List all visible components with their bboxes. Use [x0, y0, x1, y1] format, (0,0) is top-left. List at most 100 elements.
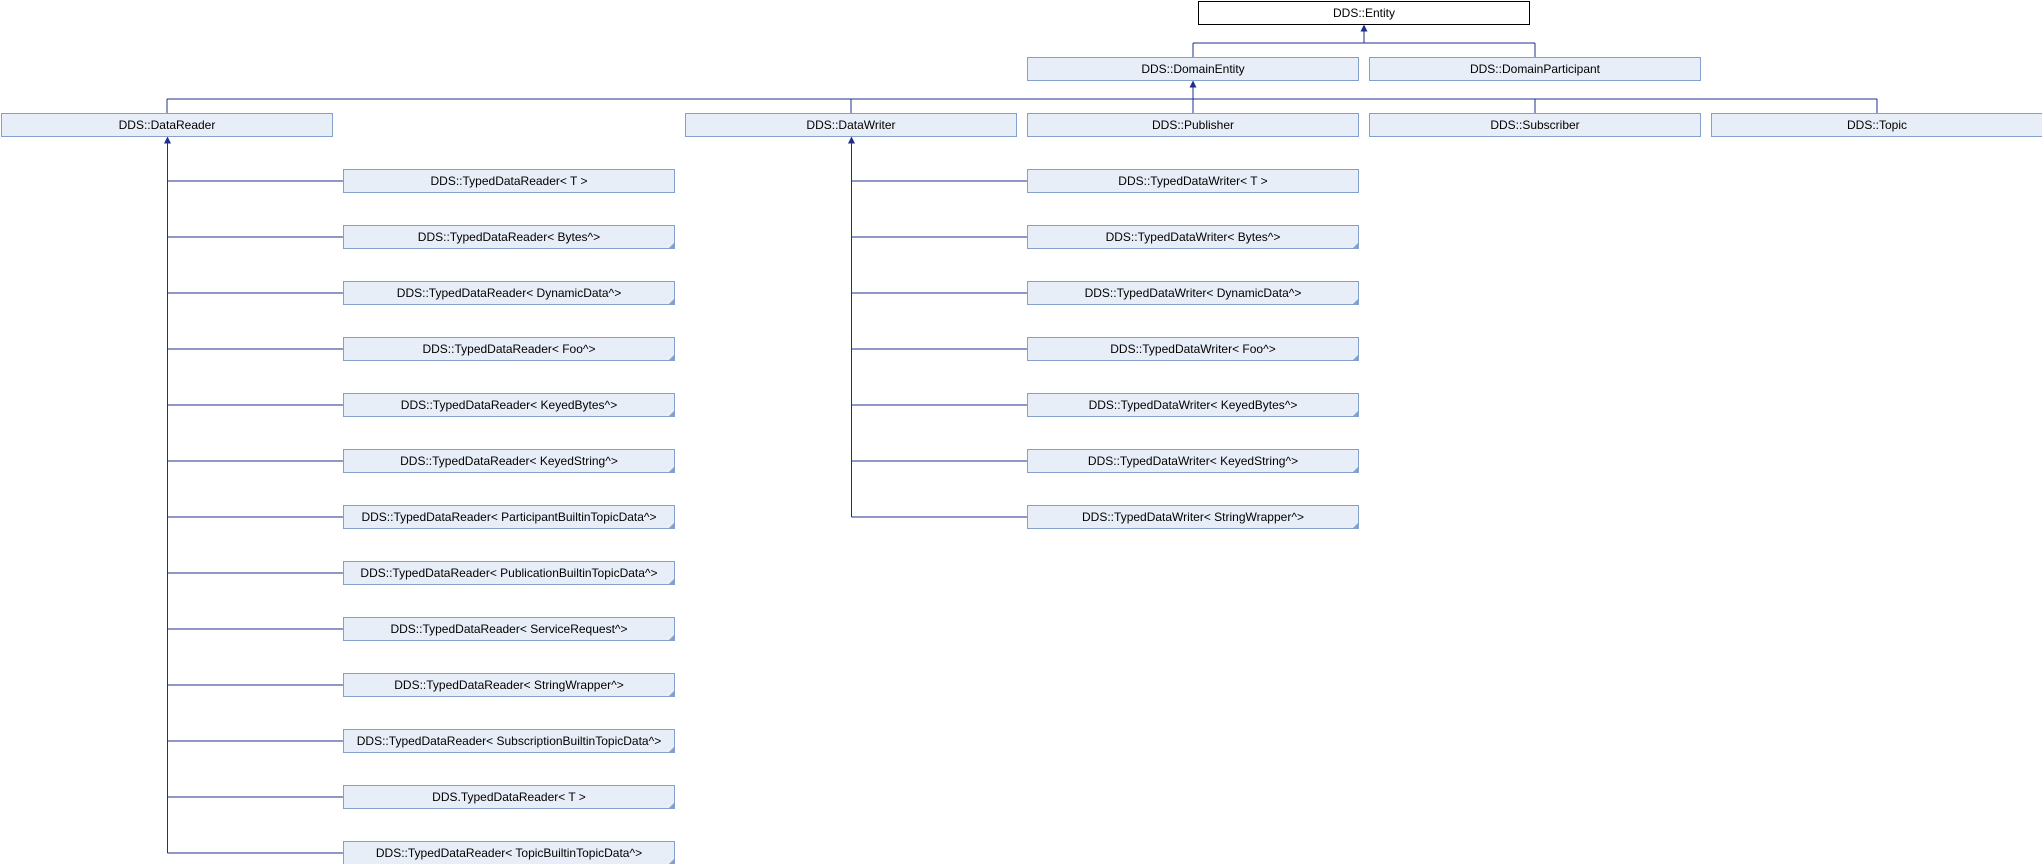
class-node-box: [1027, 281, 1359, 305]
class-node-tdw-kbytes[interactable]: DDS::TypedDataWriter< KeyedBytes^>: [1027, 393, 1359, 417]
inherit-arrow-icon: [1189, 80, 1197, 88]
more-corner-icon: [1352, 410, 1359, 417]
class-node-label: DDS::TypedDataReader< SubscriptionBuilti…: [357, 734, 661, 748]
more-corner-icon: [668, 410, 675, 417]
class-node-label: DDS::DataReader: [119, 118, 216, 132]
class-node-label: DDS::DataWriter: [806, 118, 895, 132]
class-node-label: DDS::DomainParticipant: [1470, 62, 1601, 76]
class-node-tdr-foo[interactable]: DDS::TypedDataReader< Foo^>: [343, 337, 675, 361]
class-node-box: [343, 281, 675, 305]
class-node-tdr-dyn[interactable]: DDS::TypedDataReader< DynamicData^>: [343, 281, 675, 305]
class-node-datawriter[interactable]: DDS::DataWriter: [685, 113, 1017, 137]
class-node-tdr-kstring[interactable]: DDS::TypedDataReader< KeyedString^>: [343, 449, 675, 473]
more-corner-icon: [669, 858, 675, 864]
class-node-label: DDS::TypedDataWriter< KeyedString^>: [1088, 454, 1298, 468]
edges-layer: [164, 24, 1878, 854]
class-node-box: [343, 337, 675, 361]
class-node-datareader[interactable]: DDS::DataReader: [1, 113, 333, 137]
class-node-label: DDS::Subscriber: [1490, 118, 1579, 132]
more-corner-icon: [668, 746, 675, 753]
class-node-label: DDS::TypedDataWriter< StringWrapper^>: [1082, 510, 1304, 524]
class-node-tdw-foo[interactable]: DDS::TypedDataWriter< Foo^>: [1027, 337, 1359, 361]
class-node-subscriber[interactable]: DDS::Subscriber: [1369, 113, 1701, 137]
class-node-label: DDS::DomainEntity: [1141, 62, 1244, 76]
more-corner-icon: [668, 522, 675, 529]
class-node-tdw-kstring[interactable]: DDS::TypedDataWriter< KeyedString^>: [1027, 449, 1359, 473]
class-node-box: [343, 449, 675, 473]
class-node-label: DDS::TypedDataWriter< T >: [1118, 174, 1267, 188]
class-node-tdr-t2[interactable]: DDS.TypedDataReader< T >: [343, 785, 675, 809]
class-node-tdr-t[interactable]: DDS::TypedDataReader< T >: [343, 169, 675, 193]
more-corner-icon: [668, 354, 675, 361]
class-node-box: [1027, 113, 1359, 137]
class-node-tdr-bytes[interactable]: DDS::TypedDataReader< Bytes^>: [343, 225, 675, 249]
class-node-label: DDS::TypedDataWriter< DynamicData^>: [1085, 286, 1302, 300]
class-node-tdw-dyn[interactable]: DDS::TypedDataWriter< DynamicData^>: [1027, 281, 1359, 305]
more-corner-icon: [668, 802, 675, 809]
class-node-label: DDS::TypedDataReader< ServiceRequest^>: [390, 622, 627, 636]
class-node-label: DDS::TypedDataReader< TopicBuiltinTopicD…: [376, 846, 642, 860]
class-node-label: DDS::TypedDataReader< KeyedBytes^>: [401, 398, 617, 412]
class-node-box: [343, 393, 675, 417]
class-node-box: [343, 617, 675, 641]
class-node-domainentity[interactable]: DDS::DomainEntity: [1027, 57, 1359, 81]
inherit-arrow-icon: [1360, 24, 1368, 32]
class-node-box: [1027, 169, 1359, 193]
more-corner-icon: [668, 298, 675, 305]
class-node-topic[interactable]: DDS::Topic: [1711, 113, 2042, 137]
class-node-publisher[interactable]: DDS::Publisher: [1027, 113, 1359, 137]
class-node-label: DDS::TypedDataWriter< Bytes^>: [1106, 230, 1281, 244]
class-node-label: DDS::TypedDataReader< T >: [431, 174, 588, 188]
class-node-label: DDS::TypedDataReader< Foo^>: [422, 342, 595, 356]
class-node-tdw-bytes[interactable]: DDS::TypedDataWriter< Bytes^>: [1027, 225, 1359, 249]
class-node-box: [1369, 57, 1701, 81]
inherit-arrow-icon: [164, 136, 171, 144]
class-node-box: [1198, 1, 1530, 25]
class-node-tdr-kbytes[interactable]: DDS::TypedDataReader< KeyedBytes^>: [343, 393, 675, 417]
class-node-label: DDS::TypedDataReader< KeyedString^>: [400, 454, 618, 468]
class-node-box: [343, 785, 675, 809]
more-corner-icon: [668, 690, 675, 697]
class-node-box: [1369, 113, 1701, 137]
class-node-tdr-part[interactable]: DDS::TypedDataReader< ParticipantBuiltin…: [343, 505, 675, 529]
class-node-tdw-sw[interactable]: DDS::TypedDataWriter< StringWrapper^>: [1027, 505, 1359, 529]
class-node-label: DDS::TypedDataReader< ParticipantBuiltin…: [361, 510, 656, 524]
more-corner-icon: [1352, 354, 1359, 361]
more-corner-icon: [668, 578, 675, 585]
class-node-domainparticipant[interactable]: DDS::DomainParticipant: [1369, 57, 1701, 81]
more-corner-icon: [668, 466, 675, 473]
class-node-tdw-t[interactable]: DDS::TypedDataWriter< T >: [1027, 169, 1359, 193]
class-node-tdr-svc[interactable]: DDS::TypedDataReader< ServiceRequest^>: [343, 617, 675, 641]
inherit-arrow-icon: [848, 136, 855, 144]
class-node-box: [1711, 113, 2042, 137]
more-corner-icon: [1352, 242, 1359, 249]
more-corner-icon: [668, 242, 675, 249]
class-node-entity[interactable]: DDS::Entity: [1198, 1, 1530, 25]
class-node-box: [343, 561, 675, 585]
class-node-label: DDS::Publisher: [1152, 118, 1234, 132]
more-corner-icon: [1352, 298, 1359, 305]
class-node-tdr-topic[interactable]: DDS::TypedDataReader< TopicBuiltinTopicD…: [343, 841, 675, 864]
class-node-tdr-pub[interactable]: DDS::TypedDataReader< PublicationBuiltin…: [343, 561, 675, 585]
class-node-label: DDS::TypedDataReader< PublicationBuiltin…: [360, 566, 657, 580]
class-node-label: DDS::TypedDataReader< StringWrapper^>: [394, 678, 624, 692]
class-node-box: [343, 225, 675, 249]
class-node-box: [1027, 337, 1359, 361]
class-node-box: [685, 113, 1017, 137]
class-node-tdr-sub[interactable]: DDS::TypedDataReader< SubscriptionBuilti…: [343, 729, 675, 753]
more-corner-icon: [1352, 466, 1359, 473]
class-node-label: DDS.TypedDataReader< T >: [432, 790, 586, 804]
class-node-label: DDS::TypedDataWriter< Foo^>: [1110, 342, 1275, 356]
class-node-box: [343, 505, 675, 529]
class-node-box: [1027, 505, 1359, 529]
class-node-label: DDS::Topic: [1847, 118, 1907, 132]
more-corner-icon: [668, 634, 675, 641]
class-node-tdr-sw[interactable]: DDS::TypedDataReader< StringWrapper^>: [343, 673, 675, 697]
class-node-box: [1, 113, 333, 137]
class-node-label: DDS::Entity: [1333, 6, 1395, 20]
class-node-box: [343, 729, 675, 753]
class-node-box: [1027, 449, 1359, 473]
class-node-box: [343, 673, 675, 697]
